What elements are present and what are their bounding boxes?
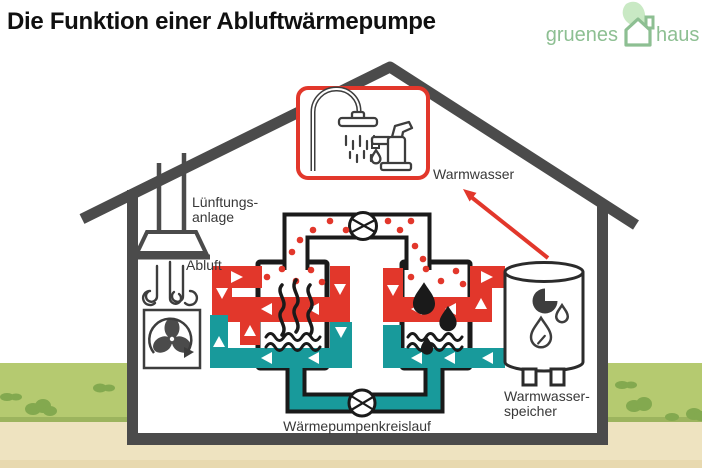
heat-squiggles <box>278 278 314 337</box>
floor <box>127 433 608 445</box>
condensate-drops <box>412 282 457 355</box>
refrigerant-dots <box>263 217 467 288</box>
compressor-icon <box>348 211 378 241</box>
bushes <box>0 381 702 421</box>
left-wall <box>127 190 138 445</box>
fan-icon <box>142 308 202 370</box>
ventilation-duct <box>133 153 210 260</box>
water-waves <box>264 332 464 352</box>
expansion-valve-icon <box>347 388 377 418</box>
heat-pump-circuit <box>210 211 505 418</box>
water-drops-icon <box>529 302 570 349</box>
ventilation-label-line1: Lünftungs- <box>192 194 258 210</box>
brand-logo: gruenes haus <box>546 1 699 47</box>
right-wall <box>597 201 608 445</box>
page-title: Die Funktion einer Abluftwärmepumpe <box>7 8 436 35</box>
tank-leg <box>521 367 538 387</box>
vent-hood <box>133 230 210 255</box>
house-interior <box>133 70 601 440</box>
airflow-icon <box>141 260 199 307</box>
logo-word2: haus <box>656 24 699 46</box>
ventilation-label-line2: anlage <box>192 209 234 225</box>
hot-water-tank <box>503 261 585 387</box>
house-icon <box>624 17 652 47</box>
tank-label-line2: speicher <box>504 403 557 419</box>
faucet-icon <box>370 120 414 172</box>
circuit-label: Wärmepumpenkreislauf <box>283 418 431 434</box>
gauge-icon <box>532 288 558 314</box>
shower-icon <box>310 86 379 171</box>
hot-water-label: Warmwasser <box>433 166 514 182</box>
exhaust-air-label: Abluft <box>186 257 222 273</box>
tank-label-line1: Warmwasser- <box>504 388 590 404</box>
hot-water-arrow <box>463 189 550 260</box>
ground-edge <box>0 460 702 468</box>
roof <box>79 61 639 230</box>
hot-water-box <box>296 86 430 180</box>
rotation-arrow <box>148 317 193 354</box>
diagram-labels: Lünftungs- anlage Abluft Warmwasser Warm… <box>186 166 590 434</box>
house <box>79 61 639 445</box>
logo-word1: gruenes <box>546 24 618 46</box>
tank-leg <box>549 367 566 387</box>
